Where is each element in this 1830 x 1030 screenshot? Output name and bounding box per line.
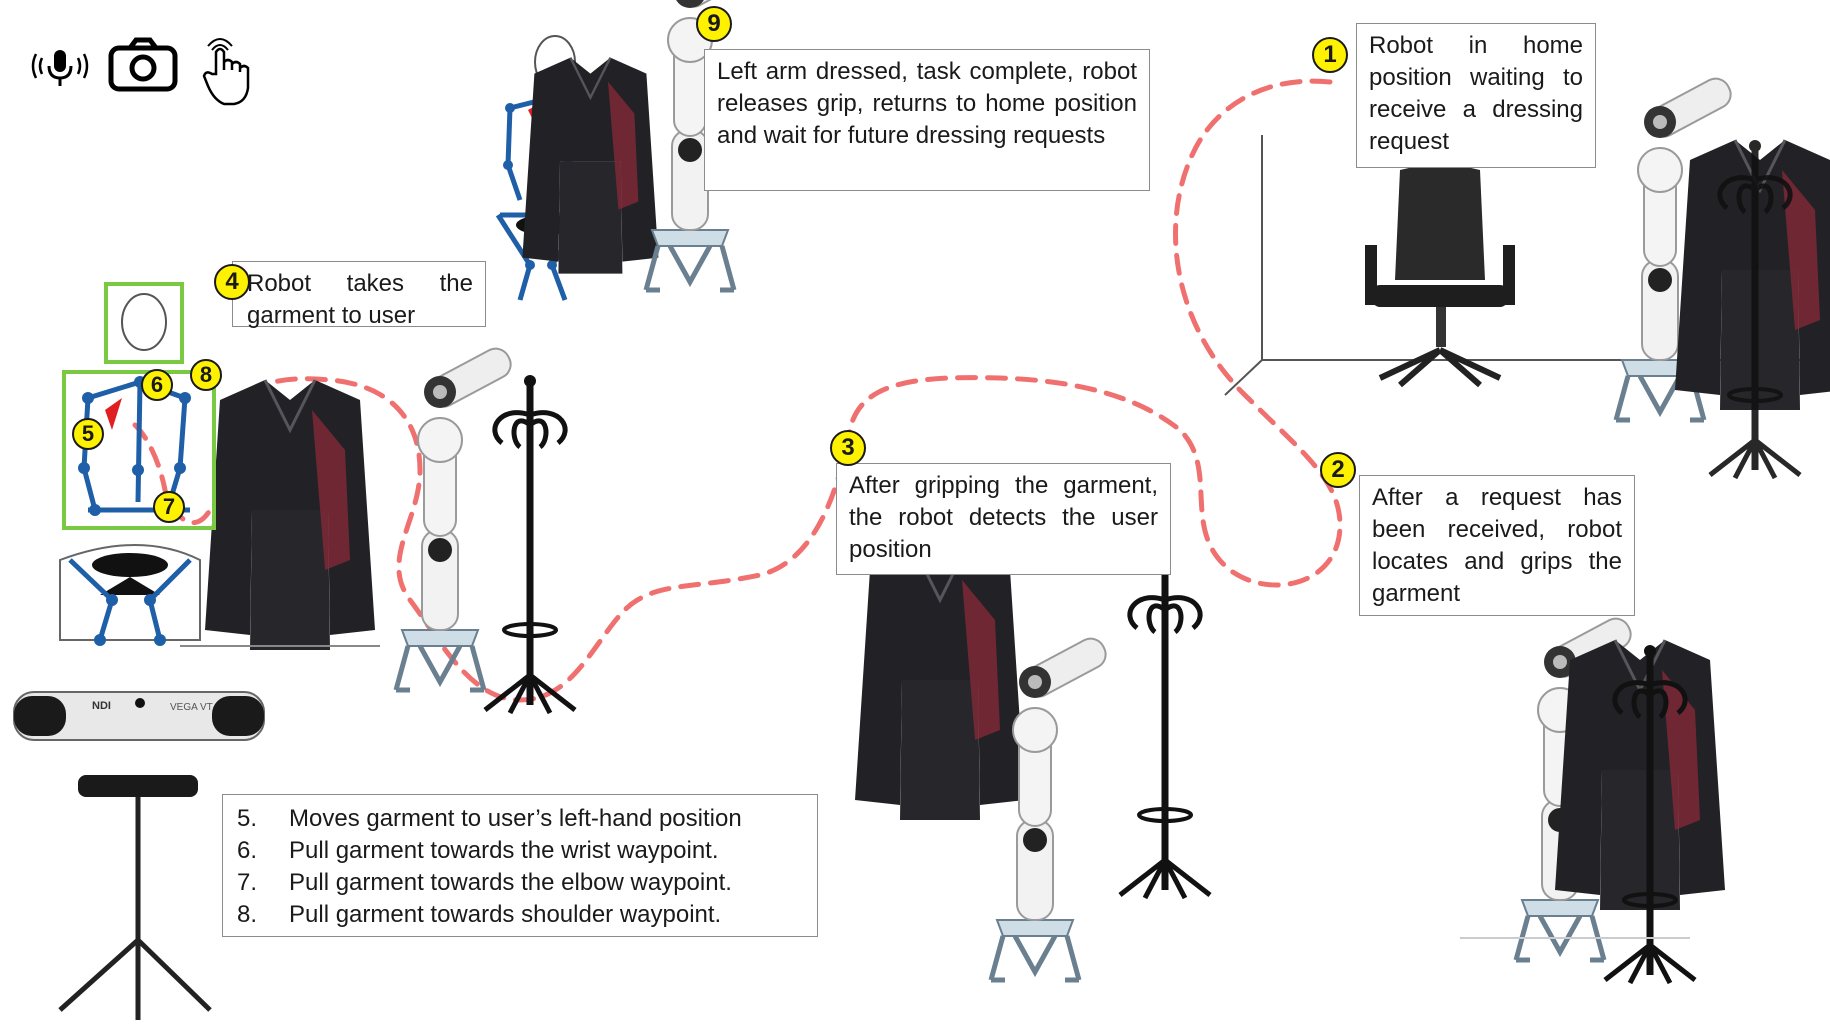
microphone-icon — [30, 46, 90, 90]
jacket-detect — [853, 548, 1027, 822]
tracked-user — [59, 282, 216, 646]
coat-stand-detect — [1120, 560, 1210, 898]
office-chair — [1365, 165, 1515, 388]
camera-icon — [108, 36, 178, 92]
robot-trajectory-path — [132, 78, 1343, 703]
touch-hand-icon — [200, 32, 252, 108]
jacket-dressed — [521, 56, 660, 275]
step-2-caption: After a request has been received, robot… — [1359, 475, 1635, 616]
substep-text: Pull garment towards the wrist waypoint. — [289, 837, 719, 864]
substep-number: 6. — [237, 837, 258, 864]
step-1-badge: 1 — [1312, 37, 1348, 73]
dressed-user — [495, 0, 766, 301]
waypoint-5-badge: 5 — [72, 418, 104, 450]
substep-text: Pull garment towards the elbow waypoint. — [289, 869, 732, 896]
step-4-caption: Robot takes the garment to user — [232, 261, 486, 329]
substep-number: 5. — [237, 805, 258, 832]
tracking-camera — [13, 691, 265, 1020]
tripod — [58, 797, 212, 1020]
step-3-badge: 3 — [830, 430, 866, 466]
substeps-list: 5. Moves garment to user’s left-hand pos… — [222, 794, 818, 937]
robot-arm-deliver — [396, 344, 516, 690]
device-model-label: VEGA VT — [170, 702, 213, 713]
step-9-badge: 9 — [696, 6, 732, 42]
substep-text: Moves garment to user’s left-hand positi… — [289, 805, 742, 832]
step-9-caption: Left arm dressed, task complete, robot r… — [704, 49, 1150, 191]
step-1-caption: Robot in home position waiting to receiv… — [1356, 23, 1596, 168]
substep-item: 6. Pull garment towards the wrist waypoi… — [237, 835, 803, 867]
depth-sensor — [78, 775, 198, 797]
substep-number: 7. — [237, 869, 258, 896]
waypoint-7-badge: 7 — [153, 491, 185, 523]
coat-stand-deliver — [485, 375, 575, 713]
deliver-station — [180, 344, 575, 713]
step-2-badge: 2 — [1320, 452, 1356, 488]
jacket-deliver — [203, 378, 377, 652]
waypoint-8-badge: 8 — [190, 359, 222, 391]
waypoint-6-badge: 6 — [141, 369, 173, 401]
body-detection-box — [62, 370, 216, 530]
grip-station — [1460, 614, 1727, 983]
substep-item: 8. Pull garment towards shoulder waypoin… — [237, 899, 803, 931]
substep-text: Pull garment towards shoulder waypoint. — [289, 901, 722, 928]
home-station — [1224, 74, 1830, 478]
step-3-caption: After gripping the garment, the robot de… — [836, 463, 1171, 575]
device-brand-label: NDI — [92, 700, 111, 712]
step-4-badge: 4 — [214, 264, 250, 300]
substep-number: 8. — [237, 901, 258, 928]
detect-station — [853, 548, 1210, 980]
face-detection-box — [104, 282, 184, 364]
substep-item: 5. Moves garment to user’s left-hand pos… — [237, 803, 803, 835]
substep-item: 7. Pull garment towards the elbow waypoi… — [237, 867, 803, 899]
